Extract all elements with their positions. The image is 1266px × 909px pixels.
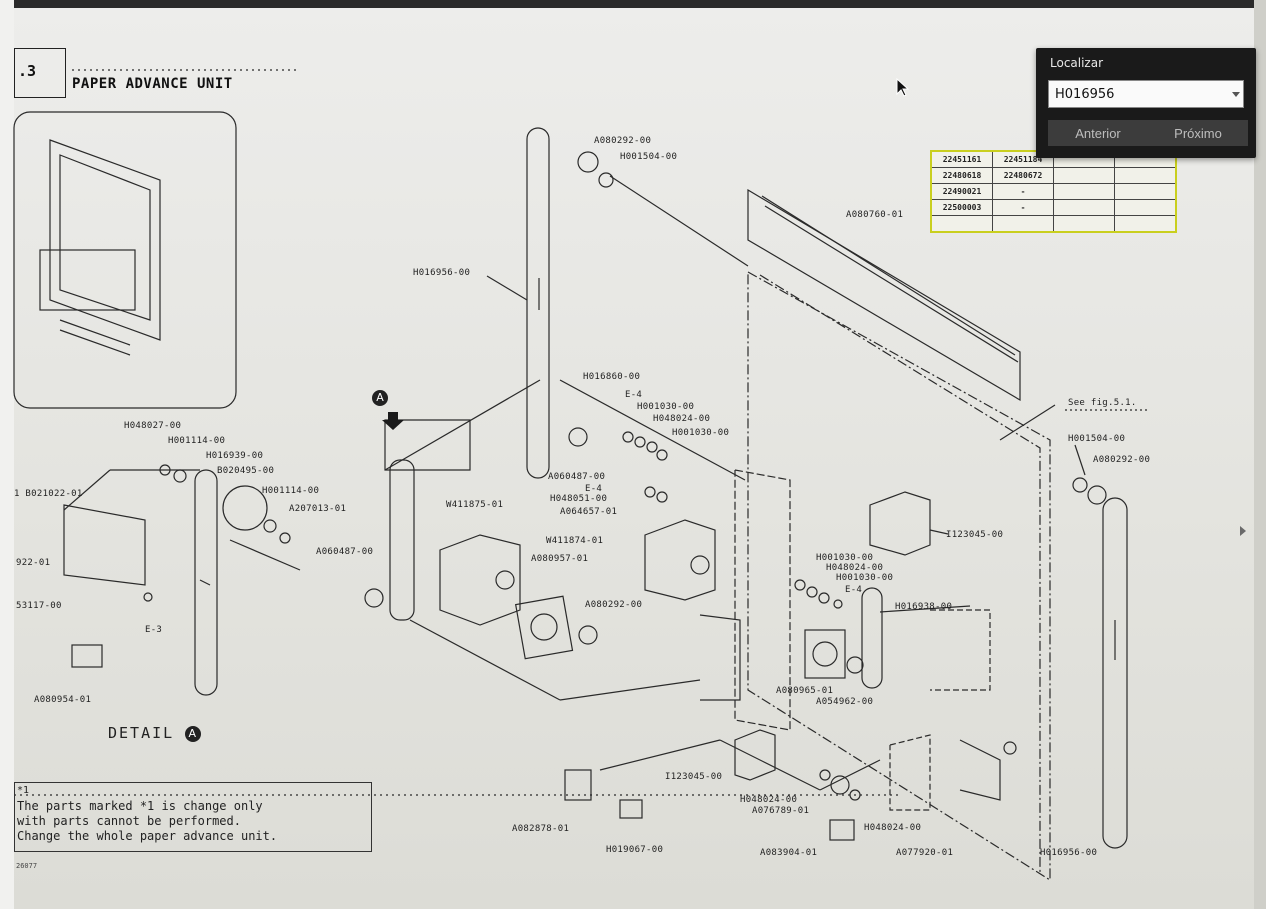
part-label: A076789-01 xyxy=(752,806,810,816)
table-cell: - xyxy=(992,199,1054,216)
part-label: H016956-00 xyxy=(1040,848,1098,858)
dropdown-chevron-icon[interactable] xyxy=(1232,92,1240,97)
part-label: E-4 xyxy=(845,585,863,595)
table-cell: 22500003 xyxy=(930,199,993,216)
note-line: with parts cannot be performed. xyxy=(17,814,241,828)
part-label: H001030-00 xyxy=(836,573,894,583)
scroll-right-arrow-icon[interactable] xyxy=(1240,526,1246,536)
detail-marker: A xyxy=(185,725,202,742)
table-cell xyxy=(1053,215,1115,233)
part-label: A207013-01 xyxy=(289,504,347,514)
detail-label: DETAIL A xyxy=(108,724,202,742)
part-label: H016939-00 xyxy=(206,451,264,461)
part-label: A080292-00 xyxy=(594,136,652,146)
table-row: 22480618 22480672 xyxy=(930,167,1177,184)
find-panel-title: Localizar xyxy=(1050,56,1104,70)
find-search-input[interactable] xyxy=(1048,80,1244,108)
part-label: 53117-00 xyxy=(16,601,62,611)
part-label: E-3 xyxy=(145,625,163,635)
page-title: PAPER ADVANCE UNIT xyxy=(72,76,233,92)
see-figure-reference: See fig.5.1. xyxy=(1068,398,1137,408)
part-label: H001504-00 xyxy=(1068,434,1126,444)
note-marker: *1 xyxy=(17,785,30,796)
note-line: Change the whole paper advance unit. xyxy=(17,829,278,843)
table-row xyxy=(930,215,1177,233)
part-label: H016938-00 xyxy=(895,602,953,612)
table-cell xyxy=(1053,167,1115,184)
part-label: A060487-00 xyxy=(548,472,606,482)
part-label: H048024-00 xyxy=(740,795,798,805)
detail-label-text: DETAIL xyxy=(108,724,175,742)
callout-marker-a: A xyxy=(372,390,388,406)
left-margin xyxy=(0,0,14,909)
table-cell xyxy=(992,215,1054,233)
part-label: H001030-00 xyxy=(672,428,730,438)
table-cell xyxy=(1114,167,1177,184)
note-box: *1 The parts marked *1 is change only wi… xyxy=(14,782,372,852)
part-label: A083904-01 xyxy=(760,848,818,858)
part-label: A082878-01 xyxy=(512,824,570,834)
part-label: B020495-00 xyxy=(217,466,275,476)
table-cell: 22451161 xyxy=(930,150,993,168)
part-label: H048024-00 xyxy=(653,414,711,424)
part-label: E-4 xyxy=(625,390,643,400)
figure-number: .3 xyxy=(18,62,37,80)
table-cell xyxy=(1114,183,1177,200)
part-label: I123045-00 xyxy=(665,772,723,782)
part-label: 922-01 xyxy=(16,558,51,568)
part-label: A080965-01 xyxy=(776,686,834,696)
top-bar xyxy=(0,0,1266,8)
table-cell xyxy=(1114,215,1177,233)
table-cell: 22480672 xyxy=(992,167,1054,184)
part-label: H016860-00 xyxy=(583,372,641,382)
part-label: A080957-01 xyxy=(531,554,589,564)
previous-button[interactable]: Anterior xyxy=(1048,120,1148,146)
part-label: A054962-00 xyxy=(816,697,874,707)
table-cell: 22480618 xyxy=(930,167,993,184)
mouse-pointer-icon xyxy=(896,78,910,97)
part-label: 1 B021022-01 xyxy=(14,489,83,499)
part-label: A080954-01 xyxy=(34,695,92,705)
part-label: W411874-01 xyxy=(546,536,604,546)
part-label: I123045-00 xyxy=(946,530,1004,540)
part-label: A080292-00 xyxy=(585,600,643,610)
part-label: H048024-00 xyxy=(826,563,884,573)
part-label: W411875-01 xyxy=(446,500,504,510)
table-cell: 22490021 xyxy=(930,183,993,200)
next-button[interactable]: Próximo xyxy=(1148,120,1248,146)
part-label: A080760-01 xyxy=(846,210,904,220)
part-label: A060487-00 xyxy=(316,547,374,557)
part-label: H048051-00 xyxy=(550,494,608,504)
part-label: A077920-01 xyxy=(896,848,954,858)
figure-number-box xyxy=(14,48,66,98)
part-label-suffix: -00 xyxy=(453,268,471,278)
part-label: H001030-00 xyxy=(637,402,695,412)
table-cell xyxy=(1114,199,1177,216)
search-match: H016956 xyxy=(413,268,454,278)
find-panel: Localizar Anterior Próximo xyxy=(1036,48,1256,158)
table-cell xyxy=(930,215,993,233)
part-label: H001504-00 xyxy=(620,152,678,162)
part-label: H001114-00 xyxy=(168,436,226,446)
part-label: H048027-00 xyxy=(124,421,182,431)
table-row: 22500003 - xyxy=(930,199,1177,216)
part-label: H019067-00 xyxy=(606,845,664,855)
part-label: A080292-00 xyxy=(1093,455,1151,465)
part-label: H001030-00 xyxy=(816,553,874,563)
part-label-search-highlight: H016956-00 xyxy=(413,268,470,278)
part-label: H048024-00 xyxy=(864,823,922,833)
part-label: E-4 xyxy=(585,484,603,494)
part-label: A064657-01 xyxy=(560,507,618,517)
table-cell xyxy=(1053,199,1115,216)
scroll-track[interactable] xyxy=(1254,0,1266,909)
document-number: 26077 xyxy=(16,862,38,870)
table-row: 22490021 - xyxy=(930,183,1177,200)
table-cell xyxy=(1053,183,1115,200)
serial-number-table: 22451161 22451184 22480618 22480672 2249… xyxy=(930,150,1177,233)
part-label: H001114-00 xyxy=(262,486,320,496)
table-cell: - xyxy=(992,183,1054,200)
note-line: The parts marked *1 is change only xyxy=(17,799,263,813)
